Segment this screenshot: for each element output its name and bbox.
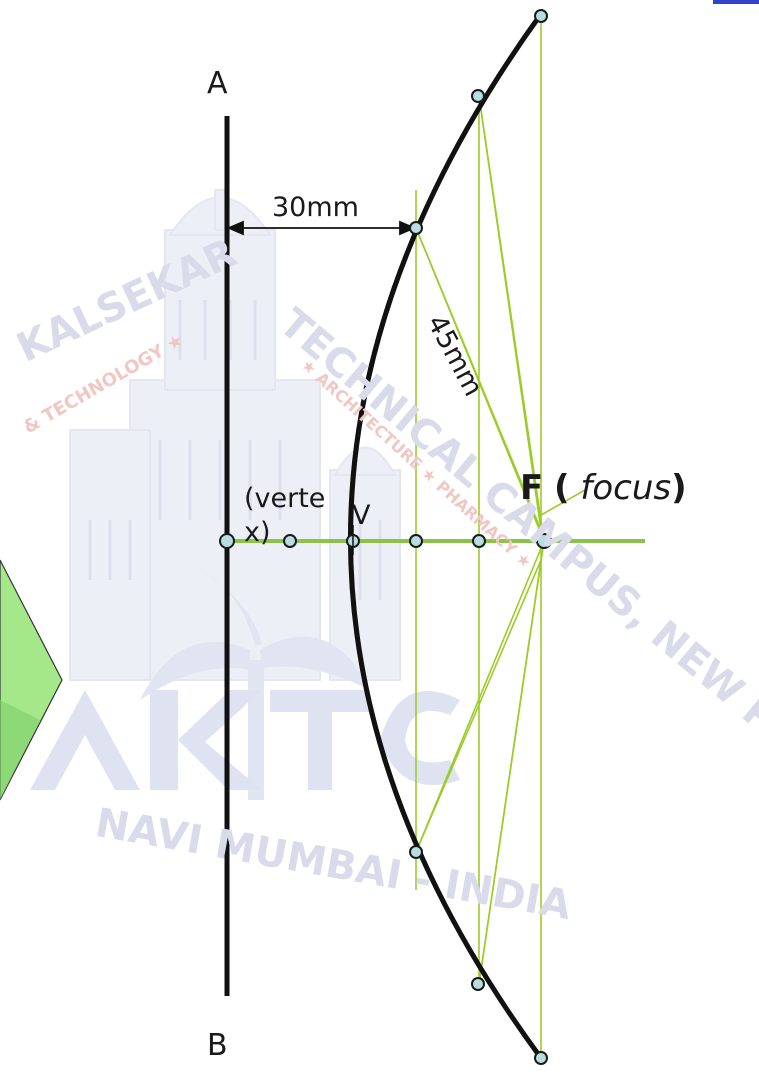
corner-mark bbox=[713, 0, 759, 4]
focus-open-paren: ( bbox=[554, 468, 570, 508]
focus-word: focus bbox=[580, 468, 672, 508]
label-b: B bbox=[207, 1028, 228, 1063]
watermark bbox=[30, 189, 460, 800]
label-vertex-part1: (verte bbox=[244, 483, 326, 514]
label-vertex-part2: x) bbox=[244, 517, 271, 548]
side-panel-shade bbox=[0, 700, 40, 800]
label-focus: F ( focus) bbox=[520, 468, 687, 508]
focus-close-paren: ) bbox=[671, 468, 687, 508]
focus-letter: F bbox=[520, 468, 544, 508]
label-a: A bbox=[207, 66, 228, 101]
dimension-30mm bbox=[226, 220, 417, 236]
watermark-aktc bbox=[30, 690, 460, 790]
label-v: V bbox=[352, 500, 371, 531]
watermark-windows bbox=[88, 300, 382, 600]
label-30mm: 30mm bbox=[272, 192, 359, 223]
